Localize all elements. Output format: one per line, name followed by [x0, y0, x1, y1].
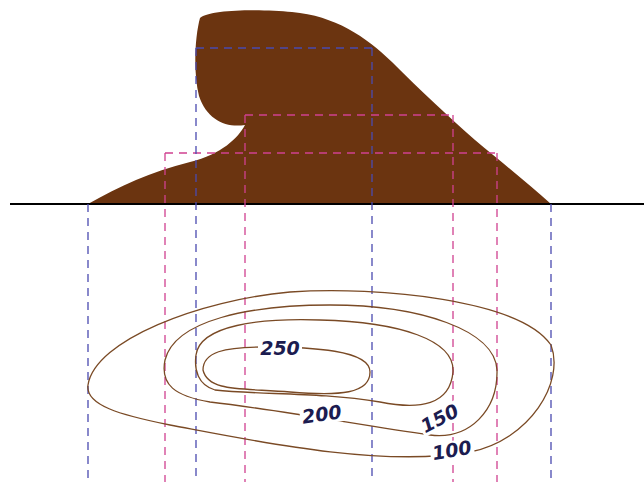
height-guide	[245, 114, 453, 115]
projection-line	[452, 115, 453, 482]
contour-label: 200	[299, 402, 345, 427]
projection-line	[496, 153, 497, 482]
projection-line	[550, 204, 551, 482]
height-guide	[196, 47, 372, 48]
contour-label: 250	[258, 339, 302, 358]
projection-line	[371, 48, 372, 482]
projection-line	[195, 48, 196, 482]
contour-label: 150	[416, 399, 463, 436]
height-guide	[165, 152, 497, 153]
ground-line	[10, 203, 644, 205]
contour-label: 100	[429, 437, 475, 463]
contour-line	[88, 291, 554, 457]
hill-profile	[88, 10, 551, 204]
projection-line	[164, 153, 165, 482]
contour-line	[196, 320, 454, 406]
projection-line	[87, 204, 88, 482]
